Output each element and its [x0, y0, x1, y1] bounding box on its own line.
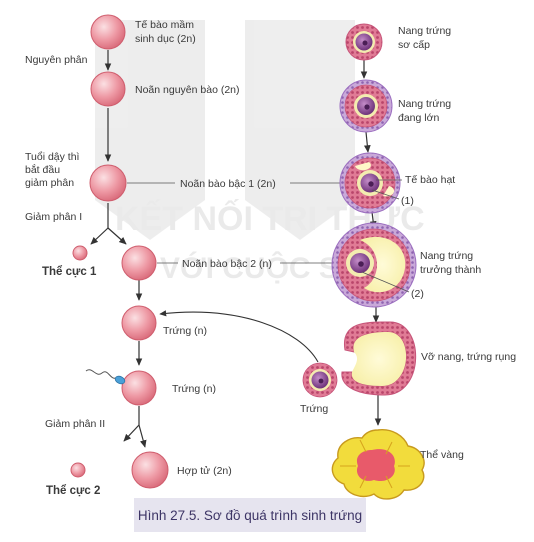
oogonium [90, 71, 126, 107]
label-secondary-oocyte: Noãn bào bậc 2 (n) [182, 258, 272, 270]
label-oogonium: Noãn nguyên bào (2n) [135, 84, 240, 96]
primary-oocyte [89, 164, 127, 202]
arrow-follicle-2-3 [363, 131, 371, 153]
label-mitosis: Nguyên phân [25, 54, 88, 66]
figure-caption: Hình 27.5. Sơ đồ quá trình sinh trứng [134, 498, 366, 532]
label-primary-follicle-1: Nang trứng [398, 25, 451, 37]
mature-follicle [331, 222, 417, 308]
arrow-to-polar1 [90, 227, 109, 245]
arrow-to-zygote [138, 424, 147, 448]
label-puberty-3: giảm phân [25, 177, 74, 189]
label-polar-body-2: Thể cực 2 [46, 485, 100, 497]
egg-cell-2 [121, 370, 157, 406]
label-released-egg: Trứng [300, 403, 328, 415]
label-puberty-1: Tuổi dậy thì [25, 151, 80, 163]
marker-2: (2) [411, 288, 424, 300]
marker-1: (1) [401, 195, 414, 207]
growing-follicle [339, 79, 393, 133]
sperm-icon [85, 369, 126, 385]
polar-body-2 [70, 462, 86, 478]
label-germ-cell-2: sinh dục (2n) [135, 33, 196, 45]
corpus-luteum [331, 429, 425, 500]
watermark-shield-right [245, 20, 355, 240]
label-mature-follicle-2: trưởng thành [420, 264, 481, 276]
label-egg-2: Trứng (n) [172, 383, 216, 395]
label-growing-follicle-2: đang lớn [398, 112, 439, 124]
leader-marker-2 [361, 271, 410, 293]
label-meiosis-1: Giảm phân I [25, 211, 82, 223]
leader-marker-1 [371, 189, 400, 200]
label-polar-body-1: Thể cực 1 [42, 266, 97, 278]
label-growing-follicle-1: Nang trứng [398, 98, 451, 110]
label-germ-cell-1: Tế bào mầm [135, 19, 194, 31]
label-meiosis-2: Giảm phân II [45, 418, 105, 430]
secondary-follicle [339, 152, 401, 214]
arrow-released-egg-to-egg [159, 310, 319, 363]
label-mature-follicle-1: Nang trứng [420, 250, 473, 262]
polar-body-1 [72, 245, 88, 261]
secondary-oocyte [121, 245, 157, 281]
label-primary-oocyte: Noãn bào bậc 1 (2n) [180, 178, 276, 190]
egg-cell-1 [121, 305, 157, 341]
zygote [131, 451, 169, 489]
label-puberty-2: bắt đầu [25, 163, 60, 176]
label-corpus-luteum: Thể vàng [420, 449, 464, 461]
germ-cell [90, 14, 126, 50]
label-zygote: Hợp tử (2n) [177, 465, 232, 477]
primary-follicle [345, 23, 383, 61]
label-granulosa: Tế bào hạt [405, 174, 455, 186]
label-egg-1: Trứng (n) [163, 325, 207, 337]
arrow-to-secondary-oocyte [107, 227, 127, 245]
ruptured-follicle [341, 321, 417, 396]
arrow-to-polar2 [123, 424, 140, 442]
released-egg [302, 362, 338, 398]
label-primary-follicle-2: sơ cấp [398, 39, 430, 51]
label-ruptured: Vỡ nang, trứng rụng [421, 351, 516, 363]
